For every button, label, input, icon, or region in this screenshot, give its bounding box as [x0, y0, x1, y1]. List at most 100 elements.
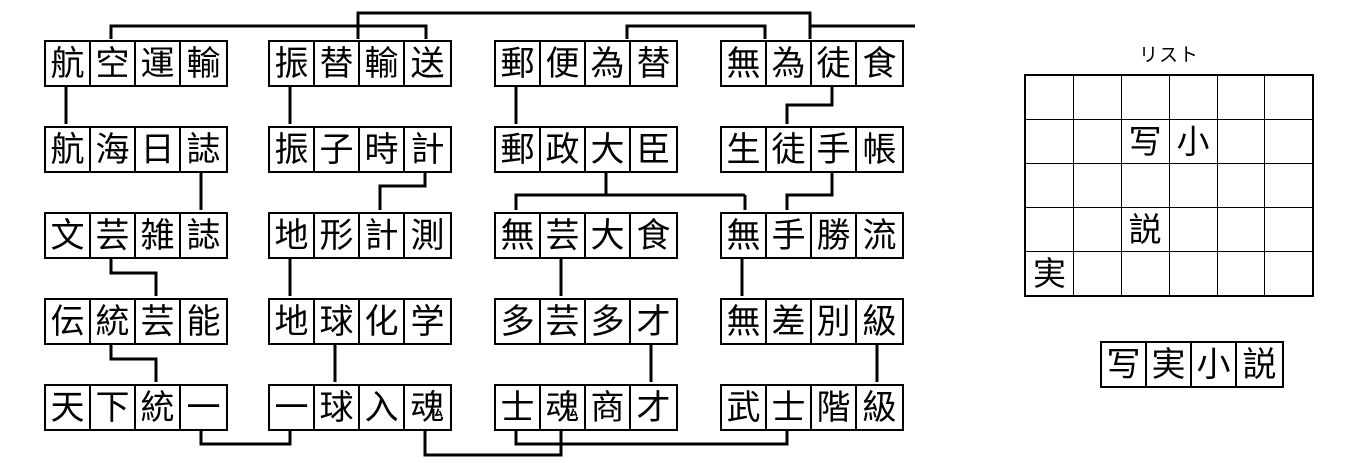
- kanji-cell[interactable]: 送: [405, 42, 450, 85]
- list-grid-cell-empty[interactable]: [1120, 163, 1170, 208]
- word-c1-r2[interactable]: 航海日誌: [44, 126, 228, 173]
- kanji-cell[interactable]: 武: [722, 386, 767, 429]
- kanji-cell[interactable]: 地: [270, 214, 315, 257]
- list-grid-cell-empty[interactable]: [1216, 74, 1266, 120]
- kanji-cell[interactable]: 無: [722, 300, 767, 343]
- kanji-cell[interactable]: 政: [541, 128, 586, 171]
- kanji-cell[interactable]: 振: [270, 128, 315, 171]
- list-grid-cell-empty[interactable]: [1264, 74, 1314, 120]
- word-c1-r5[interactable]: 天下統一: [44, 384, 228, 431]
- kanji-cell[interactable]: 能: [181, 300, 226, 343]
- kanji-cell[interactable]: 文: [46, 214, 91, 257]
- kanji-cell[interactable]: 徒: [812, 42, 857, 85]
- kanji-cell[interactable]: 輸: [181, 42, 226, 85]
- word-c2-r4[interactable]: 地球化学: [268, 298, 452, 345]
- kanji-cell[interactable]: 芸: [91, 214, 136, 257]
- kanji-cell[interactable]: 化: [360, 300, 405, 343]
- kanji-cell[interactable]: 振: [270, 42, 315, 85]
- kanji-cell[interactable]: 大: [586, 128, 631, 171]
- kanji-cell[interactable]: 替: [631, 42, 676, 85]
- kanji-cell[interactable]: 勝: [812, 214, 857, 257]
- kanji-cell[interactable]: 級: [857, 386, 902, 429]
- kanji-cell[interactable]: 徒: [767, 128, 812, 171]
- list-grid-cell-empty[interactable]: [1024, 119, 1074, 164]
- kanji-cell[interactable]: 郵: [496, 42, 541, 85]
- list-grid-cell-empty[interactable]: [1120, 74, 1170, 120]
- word-c2-r5[interactable]: 一球入魂: [268, 384, 452, 431]
- kanji-cell[interactable]: 航: [46, 128, 91, 171]
- list-grid-cell-empty[interactable]: [1168, 251, 1218, 297]
- list-grid-cell-empty[interactable]: [1216, 207, 1266, 252]
- kanji-cell[interactable]: 才: [631, 300, 676, 343]
- list-grid-cell-filled[interactable]: 写: [1120, 119, 1170, 164]
- kanji-cell[interactable]: 才: [631, 386, 676, 429]
- list-grid-cell-empty[interactable]: [1264, 163, 1314, 208]
- kanji-cell[interactable]: 航: [46, 42, 91, 85]
- list-grid-cell-empty[interactable]: [1072, 163, 1122, 208]
- kanji-cell[interactable]: 芸: [136, 300, 181, 343]
- list-grid-cell-filled[interactable]: 小: [1168, 119, 1218, 164]
- kanji-cell[interactable]: 天: [46, 386, 91, 429]
- kanji-cell[interactable]: 流: [857, 214, 902, 257]
- kanji-cell[interactable]: 替: [315, 42, 360, 85]
- kanji-cell[interactable]: 下: [91, 386, 136, 429]
- list-grid-cell-empty[interactable]: [1264, 207, 1314, 252]
- kanji-cell[interactable]: 海: [91, 128, 136, 171]
- kanji-cell[interactable]: 生: [722, 128, 767, 171]
- list-grid-cell-empty[interactable]: [1264, 119, 1314, 164]
- kanji-cell[interactable]: 便: [541, 42, 586, 85]
- answer-word[interactable]: 写実小説: [1100, 341, 1284, 388]
- kanji-cell[interactable]: 誌: [181, 214, 226, 257]
- word-c4-r3[interactable]: 無手勝流: [720, 212, 904, 259]
- word-c3-r1[interactable]: 郵便為替: [494, 40, 678, 87]
- list-grid-cell-empty[interactable]: [1072, 207, 1122, 252]
- list-grid-cell-empty[interactable]: [1072, 119, 1122, 164]
- list-grid-cell-empty[interactable]: [1120, 251, 1170, 297]
- kanji-cell[interactable]: 子: [315, 128, 360, 171]
- kanji-cell[interactable]: 地: [270, 300, 315, 343]
- kanji-cell[interactable]: 魂: [541, 386, 586, 429]
- kanji-cell[interactable]: 一: [270, 386, 315, 429]
- kanji-cell[interactable]: 食: [631, 214, 676, 257]
- list-grid-cell-empty[interactable]: [1024, 163, 1074, 208]
- kanji-cell[interactable]: 多: [496, 300, 541, 343]
- kanji-cell[interactable]: 芸: [541, 214, 586, 257]
- kanji-cell[interactable]: 入: [360, 386, 405, 429]
- kanji-cell[interactable]: 食: [857, 42, 902, 85]
- kanji-cell[interactable]: 統: [136, 386, 181, 429]
- kanji-cell[interactable]: 測: [405, 214, 450, 257]
- word-c1-r4[interactable]: 伝統芸能: [44, 298, 228, 345]
- word-c3-r3[interactable]: 無芸大食: [494, 212, 678, 259]
- list-grid-cell-empty[interactable]: [1024, 207, 1074, 252]
- kanji-cell[interactable]: 形: [315, 214, 360, 257]
- kanji-cell[interactable]: 日: [136, 128, 181, 171]
- kanji-cell[interactable]: 計: [360, 214, 405, 257]
- list-grid-cell-empty[interactable]: [1168, 74, 1218, 120]
- list-grid-cell-empty[interactable]: [1168, 207, 1218, 252]
- list-grid-cell-filled[interactable]: 説: [1120, 207, 1170, 252]
- kanji-cell[interactable]: 計: [405, 128, 450, 171]
- kanji-cell[interactable]: 一: [181, 386, 226, 429]
- word-c4-r5[interactable]: 武士階級: [720, 384, 904, 431]
- word-c2-r1[interactable]: 振替輸送: [268, 40, 452, 87]
- kanji-cell[interactable]: 輸: [360, 42, 405, 85]
- list-grid[interactable]: 写小説実: [1024, 74, 1314, 297]
- kanji-cell[interactable]: 球: [315, 386, 360, 429]
- list-grid-cell-empty[interactable]: [1168, 163, 1218, 208]
- kanji-cell[interactable]: 運: [136, 42, 181, 85]
- kanji-cell[interactable]: 魂: [405, 386, 450, 429]
- word-c1-r3[interactable]: 文芸雑誌: [44, 212, 228, 259]
- kanji-cell[interactable]: 統: [91, 300, 136, 343]
- list-grid-cell-empty[interactable]: [1216, 119, 1266, 164]
- kanji-cell[interactable]: 空: [91, 42, 136, 85]
- list-grid-cell-empty[interactable]: [1264, 251, 1314, 297]
- kanji-cell[interactable]: 士: [496, 386, 541, 429]
- kanji-cell[interactable]: 手: [767, 214, 812, 257]
- word-c3-r4[interactable]: 多芸多才: [494, 298, 678, 345]
- word-c4-r4[interactable]: 無差別級: [720, 298, 904, 345]
- kanji-cell[interactable]: 別: [812, 300, 857, 343]
- list-grid-cell-empty[interactable]: [1024, 74, 1074, 120]
- kanji-cell[interactable]: 誌: [181, 128, 226, 171]
- kanji-cell[interactable]: 為: [586, 42, 631, 85]
- word-c3-r5[interactable]: 士魂商才: [494, 384, 678, 431]
